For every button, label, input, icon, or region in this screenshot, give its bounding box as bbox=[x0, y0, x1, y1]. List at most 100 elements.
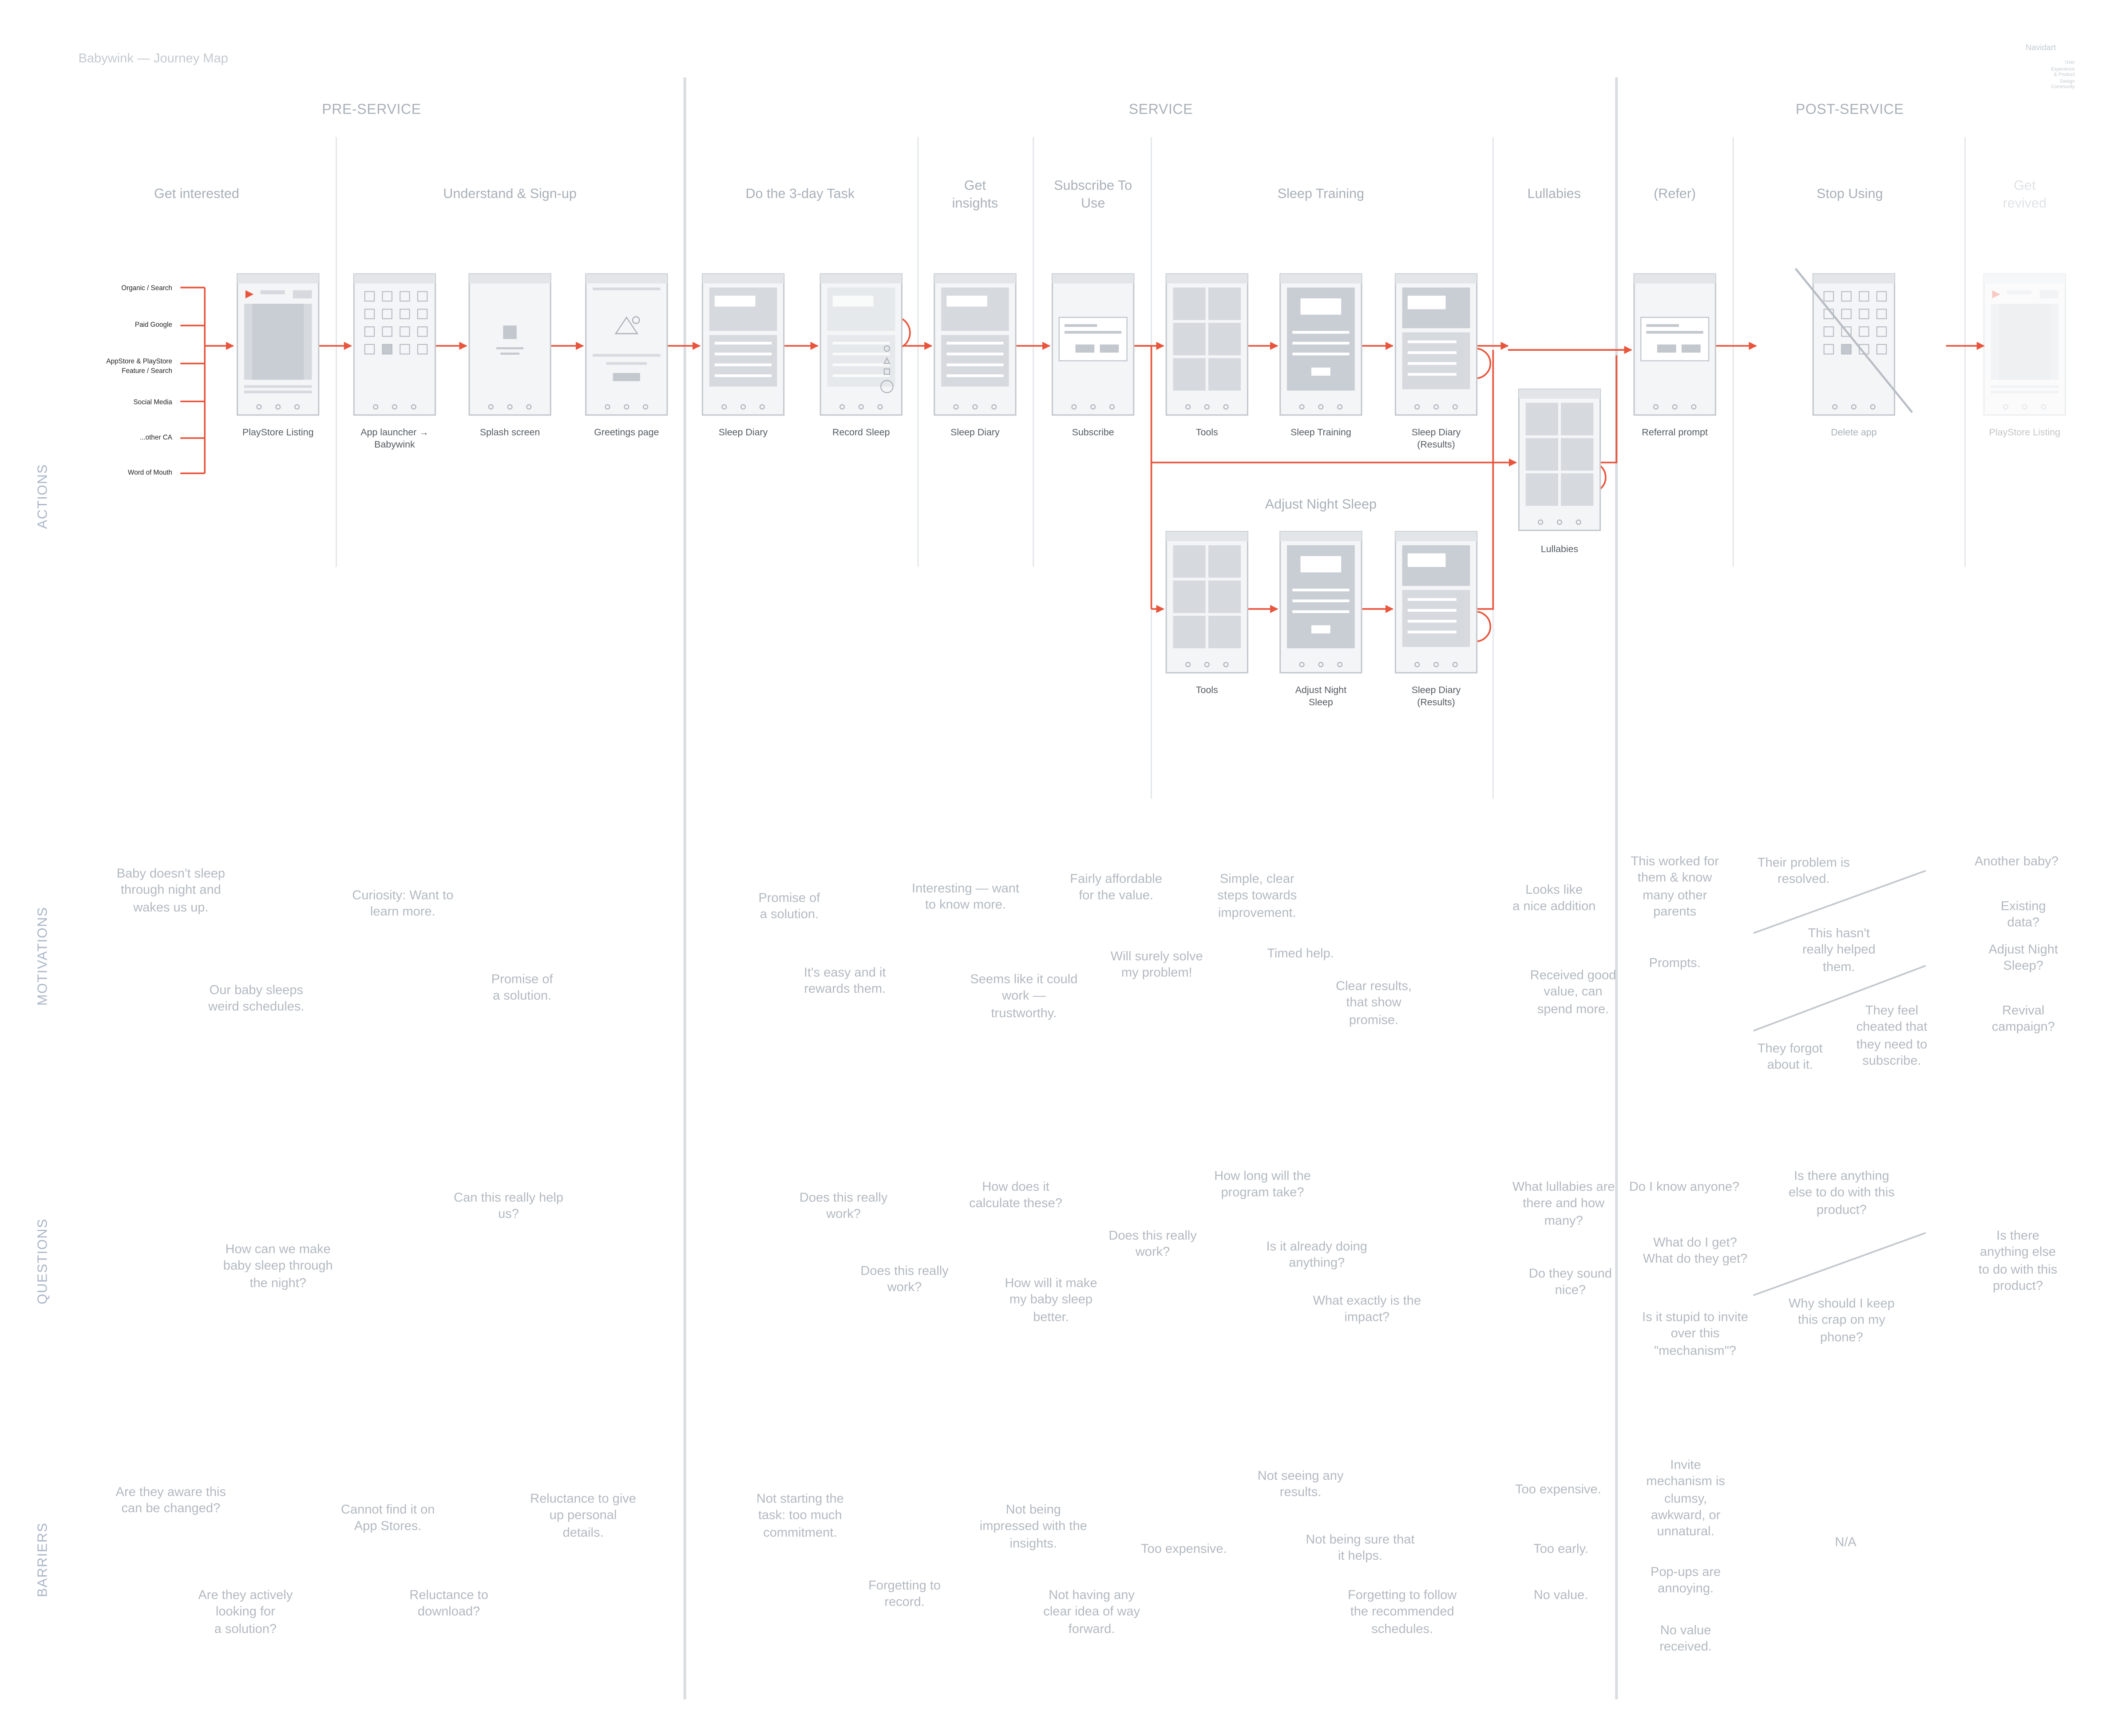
barrier-note: Are they aware this can be changed? bbox=[115, 1485, 226, 1517]
screen-caption: Adjust Night Sleep bbox=[1295, 686, 1347, 708]
screen-caption: PlayStore Listing bbox=[242, 428, 314, 438]
question-note: Does this really work? bbox=[860, 1264, 949, 1296]
motivation-note: Timed help. bbox=[1267, 947, 1334, 962]
image-placeholder-icon bbox=[585, 273, 668, 416]
motivation-note: Seems like it could work — trustworthy. bbox=[970, 972, 1078, 1021]
stage-subscribe: Subscribe To Use bbox=[1054, 179, 1132, 212]
question-note: What exactly is the impact? bbox=[1313, 1294, 1421, 1326]
store-listing-icon bbox=[237, 273, 320, 416]
motivation-note: Promise of a solution. bbox=[491, 972, 553, 1004]
lullabies-merge bbox=[1600, 355, 1618, 464]
motivation-note: They forgot about it. bbox=[1757, 1042, 1823, 1074]
screen-caption: Subscribe bbox=[1072, 428, 1114, 438]
stage-understand-sign-up: Understand & Sign-up bbox=[443, 187, 577, 202]
question-note: Is it stupid to invite over this "mechan… bbox=[1642, 1310, 1748, 1359]
cross-out-line bbox=[1794, 268, 1913, 413]
phase-post-service: POST-SERVICE bbox=[1795, 102, 1904, 118]
app-grid-icon bbox=[353, 273, 436, 416]
sublane-adjust-night-sleep: Adjust Night Sleep bbox=[1265, 498, 1377, 513]
question-note: How will it make my baby sleep better. bbox=[1005, 1276, 1097, 1325]
barrier-note: Not starting the task: too much commitme… bbox=[756, 1492, 844, 1541]
question-note: Do they sound nice? bbox=[1528, 1267, 1612, 1299]
screen-caption: Referral prompt bbox=[1642, 428, 1708, 438]
barrier-note: N/A bbox=[1835, 1535, 1857, 1550]
question-note: Why should I keep this crap on my phone? bbox=[1789, 1296, 1895, 1345]
barrier-note: Forgetting to follow the recommended sch… bbox=[1348, 1588, 1457, 1637]
motivation-note: Baby doesn't sleep through night and wak… bbox=[116, 867, 226, 916]
results-icon bbox=[1394, 273, 1478, 416]
source-social-media: Social Media bbox=[133, 399, 172, 407]
barrier-note: No value received. bbox=[1659, 1623, 1712, 1655]
motivation-note: Revival campaign? bbox=[1991, 1003, 2055, 1035]
question-note: How does it calculate these? bbox=[969, 1180, 1062, 1212]
row-label-actions: ACTIONS bbox=[36, 464, 51, 529]
screen-caption: Tools bbox=[1195, 428, 1218, 438]
source-word-of-mouth: Word of Mouth bbox=[128, 469, 172, 478]
source-app-store-feature: AppStore & PlayStore Feature / Search bbox=[106, 358, 172, 375]
motivation-note: This worked for them & know many other p… bbox=[1631, 854, 1719, 920]
subscribe-dialog-icon bbox=[1051, 273, 1135, 416]
screen-wireframes bbox=[237, 268, 2066, 674]
phase-pre-service: PRE-SERVICE bbox=[322, 102, 421, 118]
screen-caption: Lullabies bbox=[1540, 545, 1579, 555]
question-note: Do I know anyone? bbox=[1629, 1180, 1740, 1195]
page-title: Babywink — Journey Map bbox=[78, 52, 228, 67]
motivation-note: Fairly affordable for the value. bbox=[1070, 872, 1162, 904]
source-paid-google: Paid Google bbox=[135, 321, 172, 330]
stage-sleep-training: Sleep Training bbox=[1277, 187, 1365, 202]
barrier-note: Not being sure that it helps. bbox=[1306, 1532, 1415, 1565]
question-note: Does this really work? bbox=[799, 1191, 888, 1223]
screen-caption: Sleep Training bbox=[1290, 428, 1351, 438]
barrier-note: Cannot find it on App Stores. bbox=[340, 1502, 435, 1535]
barrier-note: Not seeing any results. bbox=[1257, 1469, 1344, 1501]
stage-lullabies: Lullabies bbox=[1527, 187, 1581, 202]
motivation-note: Simple, clear steps towards improvement. bbox=[1217, 872, 1297, 921]
source-organic-search: Organic / Search bbox=[121, 285, 172, 293]
screen-caption: Sleep Diary (Results) bbox=[1411, 428, 1461, 451]
stage-get-revived: Get revived bbox=[2003, 179, 2047, 212]
form-icon bbox=[1279, 273, 1362, 416]
barrier-note: Reluctance to give up personal details. bbox=[530, 1492, 636, 1541]
screen-caption: Tools bbox=[1195, 686, 1218, 696]
question-note: How long will the program take? bbox=[1214, 1169, 1311, 1201]
divider-slash bbox=[1753, 1232, 1926, 1296]
barrier-note: Invite mechanism is clumsy, awkward, or … bbox=[1646, 1458, 1725, 1540]
motivation-note: Looks like a nice addition bbox=[1512, 883, 1596, 915]
stage-get-insights: Get insights bbox=[952, 179, 998, 212]
stage-get-interested: Get interested bbox=[154, 187, 239, 202]
barrier-note: Reluctance to download? bbox=[409, 1588, 488, 1620]
diary-icon bbox=[701, 273, 785, 416]
question-note: What lullabies are there and how many? bbox=[1512, 1180, 1615, 1229]
store-listing-icon bbox=[1983, 273, 2066, 416]
question-note: What do I get? What do they get? bbox=[1643, 1235, 1748, 1268]
record-icon bbox=[819, 273, 903, 416]
tools-grid-icon bbox=[1518, 388, 1601, 531]
motivation-note: Prompts. bbox=[1649, 956, 1701, 971]
screen-caption: Greetings page bbox=[594, 428, 659, 438]
divider-slash bbox=[1753, 965, 1926, 1032]
motivation-note: Another baby? bbox=[1975, 854, 2058, 870]
stage-3-day-task: Do the 3-day Task bbox=[745, 187, 855, 202]
question-note: Is there anything else to do with this p… bbox=[1789, 1169, 1895, 1218]
question-note: How can we make baby sleep through the n… bbox=[223, 1242, 333, 1291]
form-icon bbox=[1279, 531, 1362, 674]
phase-service: SERVICE bbox=[1128, 102, 1193, 118]
flow-arrows bbox=[180, 286, 1985, 642]
motivation-note: This hasn't really helped them. bbox=[1802, 926, 1876, 975]
merge-up bbox=[1477, 350, 1494, 610]
motivation-note: Clear results, that show promise. bbox=[1336, 979, 1412, 1028]
screen-caption: Record Sleep bbox=[832, 428, 890, 438]
motivation-note: It's easy and it rewards them. bbox=[804, 966, 886, 998]
diary-icon bbox=[934, 273, 1017, 416]
barrier-note: Too early. bbox=[1533, 1542, 1588, 1557]
screen-caption: PlayStore Listing bbox=[1989, 428, 2061, 438]
barrier-note: Not being impressed with the insights. bbox=[979, 1502, 1087, 1551]
screen-caption: Sleep Diary bbox=[950, 428, 1000, 438]
screen-caption: Sleep Diary (Results) bbox=[1411, 686, 1461, 708]
barrier-note: Pop-ups are annoying. bbox=[1651, 1565, 1721, 1597]
screen-caption: Splash screen bbox=[479, 428, 540, 438]
results-icon bbox=[1394, 531, 1478, 674]
screen-caption: Sleep Diary bbox=[718, 428, 768, 438]
app-grid-icon bbox=[1794, 268, 1913, 416]
